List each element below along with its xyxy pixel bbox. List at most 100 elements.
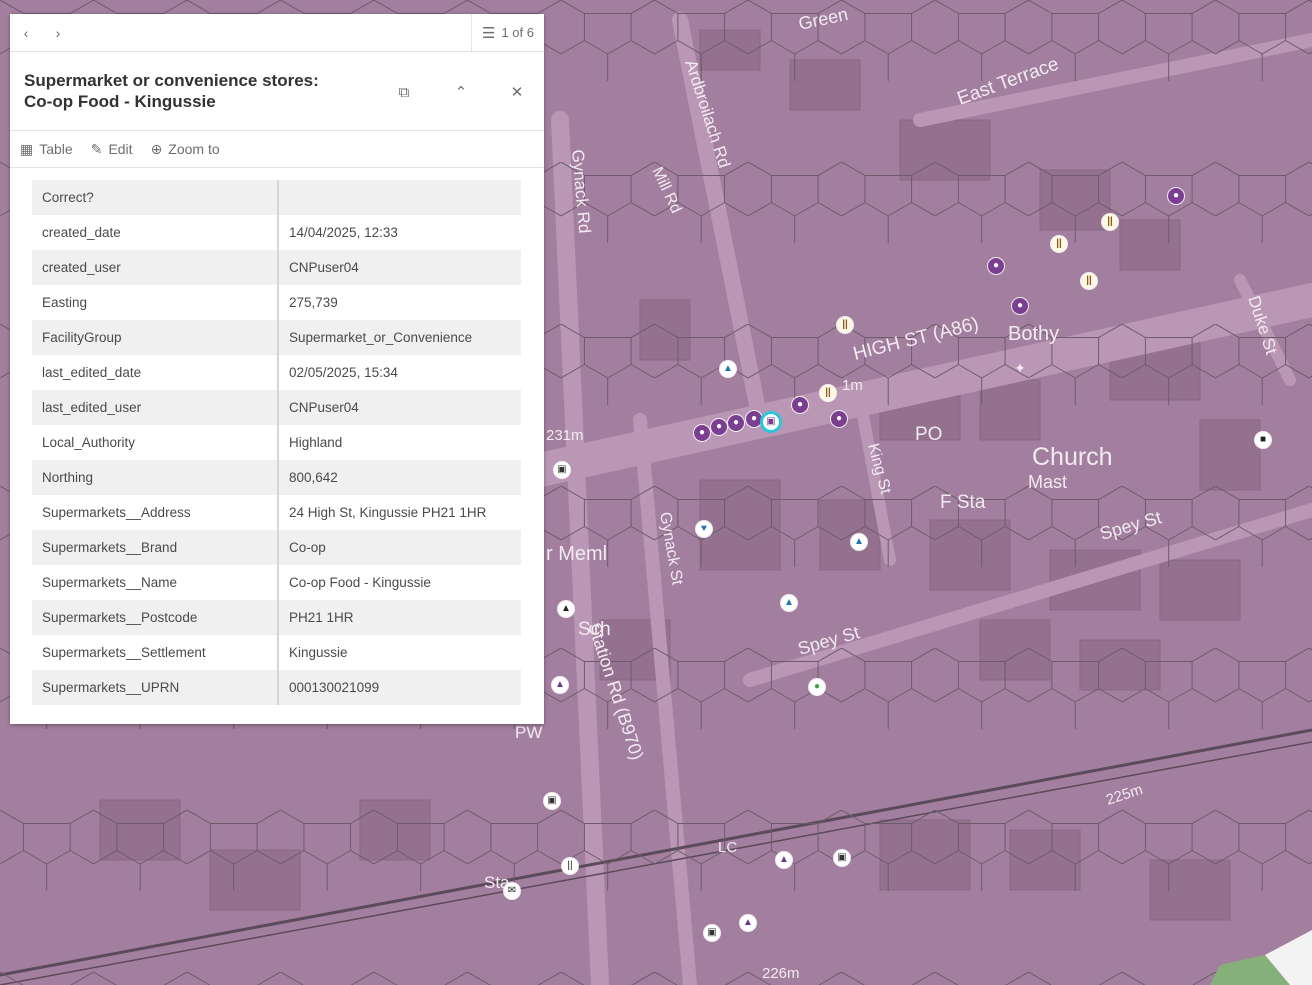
bank-icon[interactable]: ▲ xyxy=(720,361,736,377)
field-value: CNPuser04 xyxy=(278,250,523,285)
zoom-in-icon: ⊕ xyxy=(150,140,163,157)
edit-icon: ✎ xyxy=(90,140,103,157)
popup-title-feature: Co-op Food - Kingussie xyxy=(24,92,216,111)
field-value: 02/05/2025, 15:34 xyxy=(278,355,523,390)
building-icon[interactable]: ▲ xyxy=(558,601,574,617)
popup-pager: ‹ › ☰ 1 of 6 xyxy=(10,14,544,52)
close-icon[interactable]: ✕ xyxy=(510,84,524,101)
label-lc: LC xyxy=(718,839,737,856)
label-mast: Mast xyxy=(1028,472,1067,492)
green-transport-icon[interactable]: ● xyxy=(809,679,825,695)
dock-icon[interactable]: ⧉ xyxy=(398,83,410,101)
popup-toolbar: ▦ Table ✎ Edit ⊕ Zoom to xyxy=(10,131,544,168)
field-value: Highland xyxy=(278,425,523,460)
field-name: last_edited_date xyxy=(32,355,279,390)
next-feature-button[interactable]: › xyxy=(55,24,61,41)
label-po: PO xyxy=(915,424,942,445)
label-sch: Sch xyxy=(578,619,611,640)
field-name: Correct? xyxy=(32,180,279,215)
label-226m: 226m xyxy=(762,965,800,982)
shop-icon[interactable]: ● xyxy=(711,419,727,435)
toilets-icon[interactable]: || xyxy=(562,858,578,874)
label-231m: 231m xyxy=(546,427,584,444)
table-button[interactable]: ▦ Table xyxy=(20,141,73,158)
shop-icon[interactable]: ● xyxy=(792,397,808,413)
trig-point-icon[interactable]: ✦ xyxy=(1014,360,1026,376)
restaurant-icon[interactable]: || xyxy=(820,385,836,401)
field-name: Local_Authority xyxy=(32,425,279,460)
restaurant-icon[interactable]: || xyxy=(837,317,853,333)
list-icon: ☰ xyxy=(482,24,496,42)
table-label: Table xyxy=(39,141,73,157)
field-value: PH21 1HR xyxy=(278,600,523,635)
field-name: Supermarkets__Brand xyxy=(32,530,279,565)
field-value: 24 High St, Kingussie PH21 1HR xyxy=(278,495,523,530)
shop-icon[interactable]: ● xyxy=(831,411,847,427)
shop-icon[interactable]: ● xyxy=(694,425,710,441)
restaurant-icon[interactable]: || xyxy=(1051,236,1067,252)
label-pw: PW xyxy=(515,723,542,742)
field-value: Co-op xyxy=(278,530,523,565)
table-icon: ▦ xyxy=(20,140,34,157)
church-icon[interactable]: ▲ xyxy=(552,677,568,693)
bus-stop-icon[interactable]: ▣ xyxy=(554,462,570,478)
building-icon[interactable]: ▲ xyxy=(776,852,792,868)
bus-stop-icon[interactable]: ▣ xyxy=(704,925,720,941)
field-value: CNPuser04 xyxy=(278,390,523,425)
field-value: Kingussie xyxy=(278,635,523,670)
field-value: 800,642 xyxy=(278,460,523,495)
shop-icon[interactable]: ● xyxy=(728,415,744,431)
shop-icon[interactable]: ● xyxy=(1012,298,1028,314)
field-name: last_edited_user xyxy=(32,390,279,425)
previous-feature-button[interactable]: ‹ xyxy=(23,24,29,41)
restaurant-icon[interactable]: || xyxy=(1081,273,1097,289)
shop-icon[interactable]: ● xyxy=(988,258,1004,274)
field-name: Supermarkets__UPRN xyxy=(32,670,279,705)
feature-count[interactable]: ☰ 1 of 6 xyxy=(471,14,544,51)
field-value: Co-op Food - Kingussie xyxy=(278,565,523,600)
field-value: 275,739 xyxy=(278,285,523,320)
field-name: FacilityGroup xyxy=(32,320,279,355)
bus-stop-icon[interactable]: ▣ xyxy=(834,850,850,866)
label-meml: r Meml xyxy=(546,543,607,565)
field-value: 14/04/2025, 12:33 xyxy=(278,215,523,250)
bank-icon[interactable]: ▲ xyxy=(851,534,867,550)
table-row: Correct? xyxy=(32,180,523,215)
label-1m: 1m xyxy=(842,377,863,394)
building-icon[interactable]: ▲ xyxy=(740,915,756,931)
field-name: created_date xyxy=(32,215,279,250)
field-name: created_user xyxy=(32,250,279,285)
monument-icon[interactable]: ■ xyxy=(1255,432,1271,448)
health-icon[interactable]: ♥ xyxy=(696,521,712,537)
shop-icon[interactable]: ● xyxy=(1168,188,1184,204)
bank-icon[interactable]: ▲ xyxy=(781,595,797,611)
popup-header: Supermarket or convenience stores: Co-op… xyxy=(10,52,544,131)
restaurant-icon[interactable]: || xyxy=(1102,214,1118,230)
label-church: Church xyxy=(1032,443,1113,471)
popup-title: Supermarket or convenience stores: Co-op… xyxy=(24,70,364,112)
field-name: Supermarkets__Address xyxy=(32,495,279,530)
bus-stop-icon[interactable]: ▣ xyxy=(544,793,560,809)
field-name: Northing xyxy=(32,460,279,495)
selected-supermarket-cart-icon[interactable]: ▣ xyxy=(763,414,779,430)
feature-count-label: 1 of 6 xyxy=(501,25,534,40)
zoom-to-button[interactable]: ⊕ Zoom to xyxy=(151,141,220,158)
shop-icon[interactable]: ● xyxy=(746,411,762,427)
post-box-icon[interactable]: ✉ xyxy=(504,883,520,899)
field-name: Supermarkets__Postcode xyxy=(32,600,279,635)
field-name: Supermarkets__Name xyxy=(32,565,279,600)
label-bothy: Bothy xyxy=(1008,323,1059,345)
collapse-icon[interactable]: ⌃ xyxy=(454,84,468,101)
edit-button[interactable]: ✎ Edit xyxy=(91,141,133,158)
